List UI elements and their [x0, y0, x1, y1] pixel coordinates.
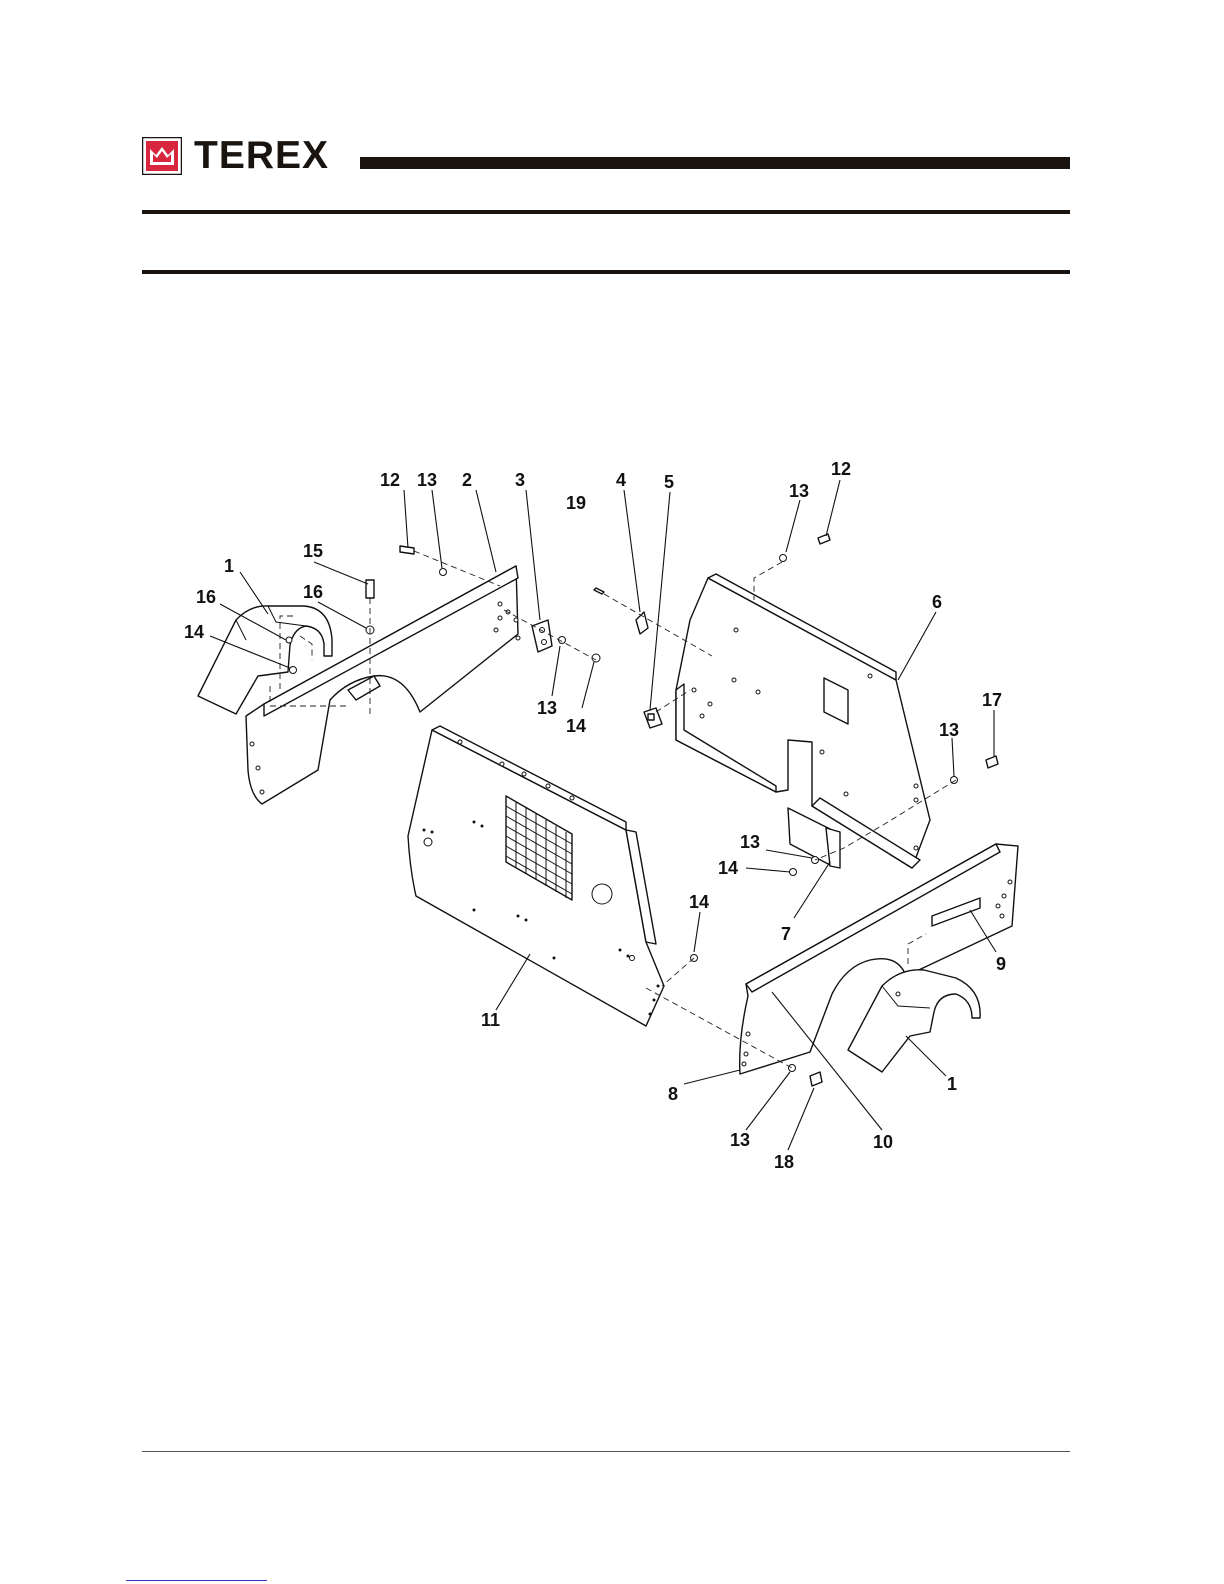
part-1-right-fender: [848, 970, 980, 1072]
callout-17: 17: [982, 690, 1002, 710]
callout-14-left: 14: [184, 622, 204, 642]
callout-9: 9: [996, 954, 1006, 974]
callout-14-center: 14: [566, 716, 586, 736]
callout-12-left: 12: [380, 470, 400, 490]
callout-11: 11: [481, 1010, 500, 1030]
callout-13-right: 13: [939, 720, 959, 740]
callout-6: 6: [932, 592, 942, 612]
part-5-connector: [644, 708, 662, 728]
part-11-grille-panel: [408, 726, 664, 1026]
callout-13-bottom: 13: [730, 1130, 750, 1150]
callout-13-top-right: 13: [789, 481, 809, 501]
callout-13-center: 13: [537, 698, 557, 718]
callout-2: 2: [462, 470, 472, 490]
part-3-plate: [532, 620, 552, 652]
callout-14-bracket: 14: [718, 858, 738, 878]
callout-16-center: 16: [303, 582, 323, 602]
callout-19: 19: [566, 493, 586, 513]
callout-13-top-left: 13: [417, 470, 437, 490]
part-19-pin: [594, 588, 604, 594]
callout-14-panel: 14: [689, 892, 709, 912]
callout-16-left: 16: [196, 587, 216, 607]
callout-12-right: 12: [831, 459, 851, 479]
callout-15: 15: [303, 541, 323, 561]
callout-13-bracket: 13: [740, 832, 760, 852]
callout-18: 18: [774, 1152, 794, 1172]
callout-1-left: 1: [224, 556, 234, 576]
callout-7: 7: [781, 924, 791, 944]
callout-8: 8: [668, 1084, 678, 1104]
callout-3: 3: [515, 470, 525, 490]
callout-5: 5: [664, 472, 674, 492]
callout-1-right: 1: [947, 1074, 957, 1094]
callout-10: 10: [873, 1132, 893, 1152]
callout-4: 4: [616, 470, 626, 490]
